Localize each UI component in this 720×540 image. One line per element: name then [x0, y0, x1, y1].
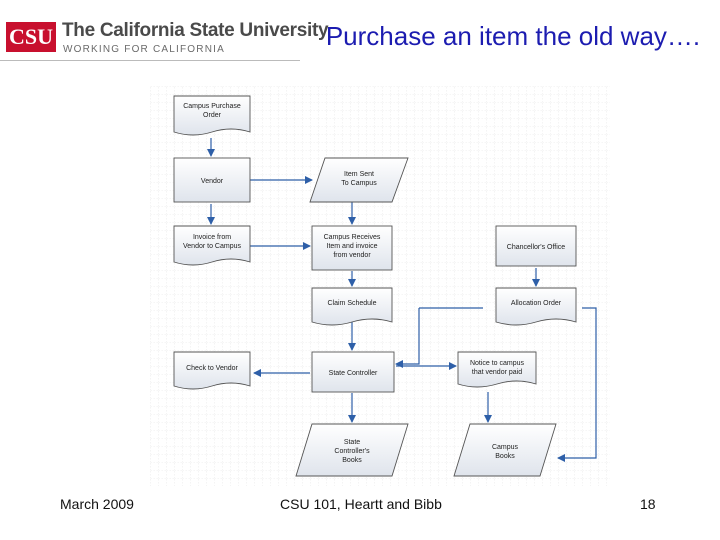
label-vendor: Vendor — [201, 178, 224, 185]
label-claim-schedule: Claim Schedule — [327, 300, 376, 307]
slide-title: Purchase an item the old way…. — [325, 21, 701, 51]
arrow-allocation-to-controller — [395, 308, 420, 368]
node-campus-books — [453, 423, 557, 477]
node-campus-purchase-order — [173, 95, 251, 136]
node-allocation-order — [495, 287, 577, 326]
footer-page-number: 18 — [640, 496, 656, 512]
label-state-controller: State Controller — [329, 370, 378, 377]
footer-date: March 2009 — [60, 496, 134, 512]
node-chancellors-office — [495, 225, 577, 267]
csu-logo: CSU The California State University WORK… — [0, 14, 329, 58]
logo-title: The California State University — [62, 20, 329, 41]
label-allocation-order: Allocation Order — [511, 300, 562, 307]
node-check-to-vendor — [173, 351, 251, 390]
node-campus-receives — [311, 225, 393, 271]
node-claim-schedule — [311, 287, 393, 326]
arrow-allocation-to-campus-books — [557, 307, 597, 462]
label-check-to-vendor: Check to Vendor — [186, 365, 238, 372]
logo-mark: CSU — [6, 22, 56, 52]
header-divider — [0, 60, 300, 61]
node-state-controllers-books — [295, 423, 409, 477]
node-vendor — [173, 157, 251, 203]
footer-course: CSU 101, Heartt and Bibb — [280, 496, 442, 512]
node-state-controller — [311, 351, 395, 393]
node-item-sent — [309, 157, 409, 203]
node-invoice-from-vendor — [173, 225, 251, 266]
node-notice-to-campus — [457, 351, 537, 388]
logo-subtitle: WORKING FOR CALIFORNIA — [63, 44, 225, 55]
label-chancellors-office: Chancellor's Office — [507, 244, 566, 251]
